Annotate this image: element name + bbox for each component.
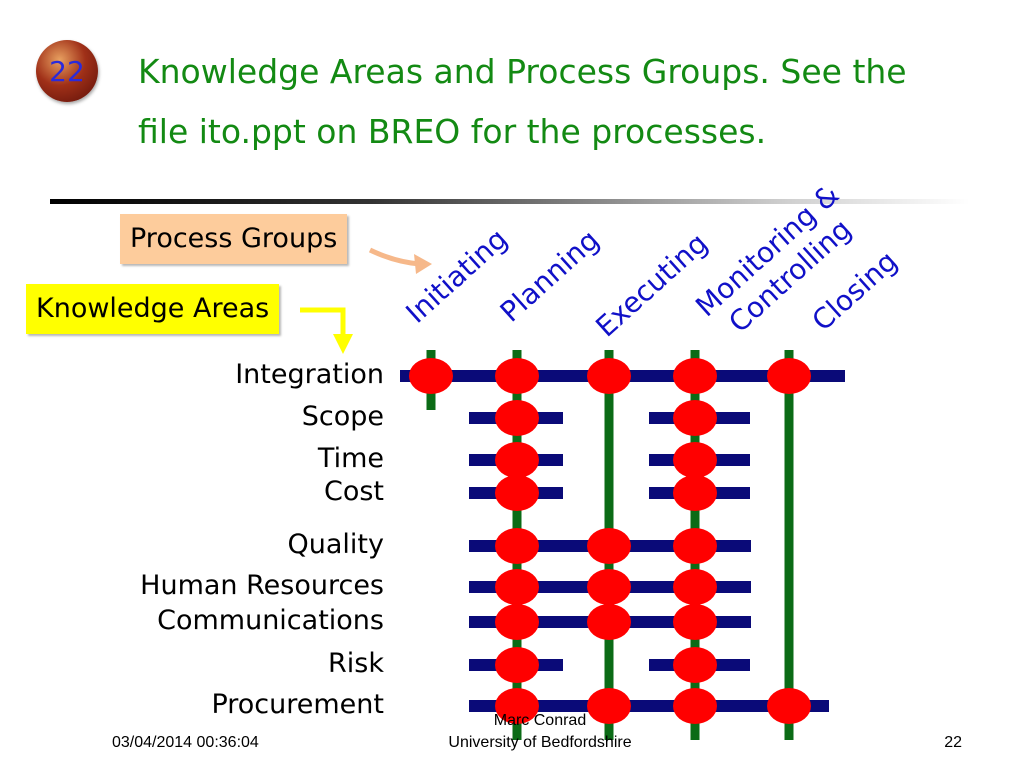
node-0-0 — [409, 358, 453, 394]
knowledge-area-label-4: Quality — [287, 529, 384, 560]
node-3-3 — [673, 475, 717, 511]
process-group-header-2: Executing — [589, 226, 714, 343]
node-4-1 — [495, 528, 539, 564]
node-4-2 — [587, 528, 631, 564]
knowledge-bar-8-0 — [469, 700, 829, 712]
footer-institution: University of Bedfordshire — [448, 734, 632, 751]
node-5-3 — [673, 569, 717, 605]
footer-datetime: 03/04/2014 00:36:04 — [112, 734, 259, 751]
footer-author-block: Marc Conrad University of Bedfordshire — [420, 710, 660, 754]
node-0-3 — [673, 358, 717, 394]
legend-arrows — [300, 247, 432, 354]
process-groups-arrowhead — [414, 254, 432, 274]
node-8-2 — [587, 688, 631, 724]
node-8-3 — [673, 688, 717, 724]
node-3-1 — [495, 475, 539, 511]
knowledge-areas-arrow-line — [300, 307, 346, 338]
node-2-3 — [673, 442, 717, 478]
node-2-1 — [495, 442, 539, 478]
node-8-4 — [767, 688, 811, 724]
slide-number-badge: 22 — [36, 40, 98, 102]
knowledge-areas-legend: Knowledge Areas — [26, 284, 280, 334]
node-0-4 — [767, 358, 811, 394]
knowledge-area-label-1: Scope — [301, 401, 384, 432]
node-5-2 — [587, 569, 631, 605]
node-1-1 — [495, 400, 539, 436]
knowledge-areas-arrowhead — [333, 334, 353, 354]
node-6-2 — [587, 604, 631, 640]
footer-author: Marc Conrad — [493, 712, 587, 729]
node-8-1 — [495, 688, 539, 724]
node-7-1 — [495, 647, 539, 683]
node-1-3 — [673, 400, 717, 436]
knowledge-area-label-8: Procurement — [211, 689, 384, 720]
node-0-1 — [495, 358, 539, 394]
node-6-3 — [673, 604, 717, 640]
knowledge-area-label-5: Human Resources — [140, 570, 384, 601]
node-6-1 — [495, 604, 539, 640]
node-0-2 — [587, 358, 631, 394]
node-7-3 — [673, 647, 717, 683]
knowledge-area-label-6: Communications — [157, 605, 384, 636]
process-groups-legend: Process Groups — [120, 214, 348, 264]
node-4-3 — [673, 528, 717, 564]
process-group-header-line: Executing — [589, 226, 714, 343]
knowledge-area-label-2: Time — [317, 443, 384, 474]
knowledge-area-label-7: Risk — [328, 648, 384, 679]
process-group-header-line: Planning — [494, 223, 606, 328]
process-group-header-line: Initiating — [400, 222, 514, 329]
knowledge-area-label-3: Cost — [323, 476, 384, 507]
process-group-header-1: Planning — [494, 223, 606, 328]
knowledge-area-label-0: Integration — [235, 359, 384, 390]
title-divider — [50, 199, 970, 204]
slide-title-line-1: Knowledge Areas and Process Groups. See … — [138, 52, 907, 91]
intersection-nodes — [409, 358, 811, 724]
process-groups-arrow-line — [368, 247, 421, 267]
footer-page-number: 22 — [944, 734, 962, 751]
node-5-1 — [495, 569, 539, 605]
slide-title: Knowledge Areas and Process Groups. See … — [138, 42, 998, 162]
process-group-header-0: Initiating — [400, 222, 514, 329]
slide-title-line-2: file ito.ppt on BREO for the processes. — [138, 112, 767, 151]
